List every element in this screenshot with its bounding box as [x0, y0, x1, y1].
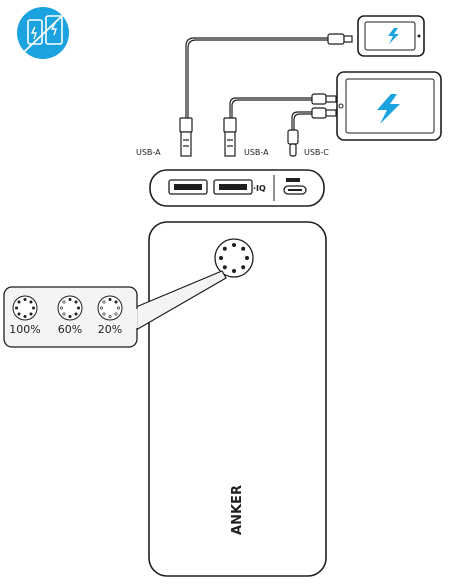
iq-label: ·IQ: [253, 184, 266, 193]
power-button-led-7: [222, 246, 227, 251]
power-button-led-0: [232, 243, 237, 248]
level-dial-1-led-7: [62, 300, 66, 304]
level-label-20: 20%: [98, 323, 122, 336]
indicator-callout: 100% 60% 20%: [3, 270, 227, 348]
level-dial-0-led-0: [23, 297, 27, 301]
level-dial-0-led-7: [17, 300, 21, 304]
level-dial-1-led-0: [68, 297, 72, 301]
power-button-led-4: [232, 268, 237, 273]
power-button-led-1: [241, 246, 246, 251]
level-dial-0-led-1: [29, 300, 33, 304]
level-dial-2-led-0: [108, 297, 112, 301]
brand-logo: ANKER: [230, 485, 245, 535]
level-dial-1-led-5: [62, 312, 66, 316]
lightning-icon: [388, 28, 399, 44]
phone-device: [357, 15, 425, 57]
phone-tablet-charging-icon: [17, 7, 69, 59]
cable-usb-c: [287, 107, 337, 157]
level-dial-2-led-4: [108, 314, 112, 318]
port-panel: ·IQ: [149, 169, 325, 207]
lightning-icon: [377, 94, 400, 124]
level-dial-2-led-6: [100, 306, 104, 310]
power-button[interactable]: [214, 238, 254, 278]
level-dial-0-led-3: [29, 312, 33, 316]
level-dial-2-led-5: [102, 312, 106, 316]
level-dial-2-led-2: [117, 306, 121, 310]
level-dial-1-led-2: [77, 306, 81, 310]
usb-c-label: USB-C: [304, 148, 329, 157]
level-dial-2-led-3: [114, 312, 118, 316]
usb-a-2-label: USB-A: [244, 148, 269, 157]
power-button-led-6: [219, 255, 224, 260]
level-dial-0-led-6: [15, 306, 19, 310]
power-button-led-2: [245, 255, 250, 260]
level-dial-0-led-2: [31, 306, 35, 310]
level-label-60: 60%: [58, 323, 82, 336]
level-dial-1-led-1: [74, 300, 78, 304]
level-dial-0-led-5: [17, 312, 21, 316]
level-dial-1-led-6: [59, 306, 63, 310]
cable-usb-a-1: [179, 33, 353, 157]
level-dial-2-led-1: [114, 300, 118, 304]
power-bank-body: ANKER: [148, 221, 327, 577]
level-dial-1-led-4: [68, 314, 72, 318]
cable-usb-a-2: [223, 93, 337, 157]
power-button-led-3: [241, 265, 246, 270]
power-button-led-5: [222, 265, 227, 270]
level-dial-2-led-7: [102, 300, 106, 304]
level-dial-0-led-4: [23, 314, 27, 318]
level-label-100: 100%: [9, 323, 40, 336]
usb-a-1-label: USB-A: [136, 148, 161, 157]
level-dial-1-led-3: [74, 312, 78, 316]
tablet-device: [336, 71, 442, 141]
